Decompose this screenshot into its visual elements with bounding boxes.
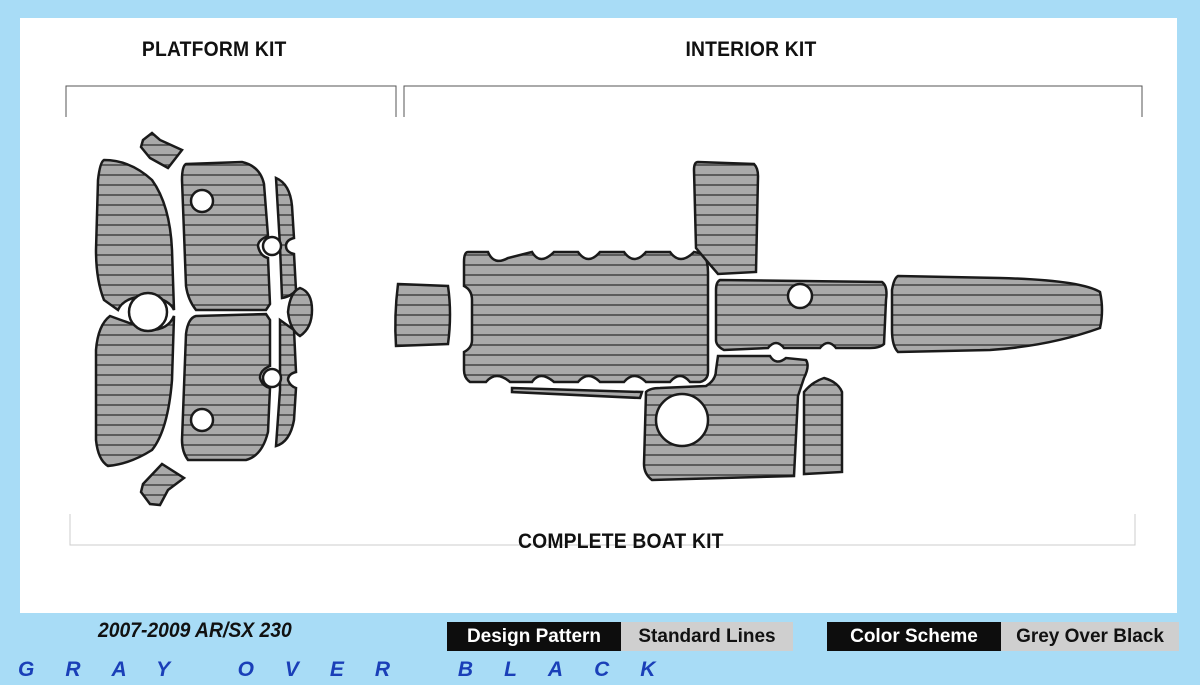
- pad-platform-right-lower-slim: [274, 317, 298, 448]
- pad-platform-center-lower: [180, 312, 272, 462]
- pad-interior-middle: [714, 278, 888, 352]
- interior-kit-pads: [394, 160, 1104, 482]
- color-scheme-label: Color Scheme: [827, 622, 1001, 651]
- interior-kit-holes: [654, 282, 814, 448]
- color-scheme-spec: Color Scheme Grey Over Black: [827, 622, 1179, 651]
- hole-interior-bottom: [654, 392, 710, 448]
- hole-platform-notch-upper: [261, 235, 283, 257]
- platform-kit-holes: [127, 188, 283, 433]
- pad-platform-right-upper-slim: [274, 176, 298, 300]
- hole-platform-upper: [189, 188, 215, 214]
- pad-interior-bottom-right: [802, 376, 844, 476]
- pad-interior-small-left: [394, 282, 452, 348]
- pad-interior-bottom-l: [642, 354, 809, 482]
- platform-kit-pads: [94, 131, 314, 507]
- hole-platform-notch-lower: [261, 367, 283, 389]
- model-name: 2007-2009 AR/SX 230: [98, 619, 292, 642]
- hole-interior-middle: [786, 282, 814, 310]
- pad-platform-center-upper: [180, 160, 272, 312]
- hole-platform-lower: [189, 407, 215, 433]
- pad-platform-right-oval: [286, 286, 314, 338]
- interior-bracket: [403, 85, 1143, 117]
- pad-interior-right-long: [890, 274, 1104, 354]
- pad-interior-thin-strip: [510, 386, 644, 400]
- design-pattern-value: Standard Lines: [621, 622, 793, 651]
- color-scheme-value: Grey Over Black: [1001, 622, 1179, 651]
- design-pattern-spec: Design Pattern Standard Lines: [447, 622, 793, 651]
- complete-bracket: [69, 514, 1136, 546]
- pad-interior-tall-top: [692, 160, 760, 276]
- pad-platform-left-lower: [94, 314, 176, 468]
- pad-platform-left-upper: [94, 158, 176, 312]
- interior-kit-title: INTERIOR KIT: [685, 38, 817, 61]
- design-pattern-label: Design Pattern: [447, 622, 621, 651]
- color-tagline: GRAY OVER BLACK: [18, 658, 687, 681]
- platform-kit-title: PLATFORM KIT: [141, 38, 287, 61]
- platform-bracket: [65, 85, 397, 117]
- pad-interior-large-bench: [462, 250, 710, 384]
- pad-platform-bottom-tab: [139, 462, 187, 507]
- complete-boat-kit-title: COMPLETE BOAT KIT: [518, 530, 724, 553]
- hole-platform-center: [127, 291, 169, 333]
- pad-platform-top-tab: [139, 131, 184, 170]
